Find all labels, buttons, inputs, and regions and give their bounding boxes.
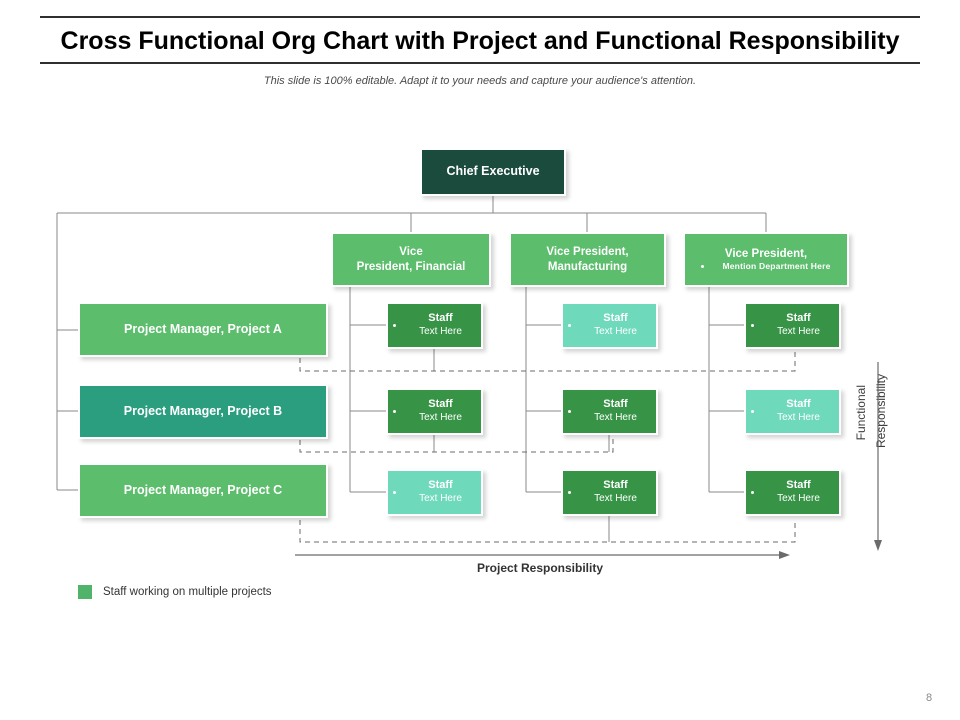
vp-department-line1: Vice President, xyxy=(724,248,808,260)
staff-title: Staff xyxy=(786,398,811,411)
staff-subtitle: Text Here xyxy=(777,326,820,338)
bullet-dot-icon xyxy=(701,265,705,269)
project-manager-c-label: Project Manager, Project C xyxy=(123,482,283,497)
bullet-dot-icon xyxy=(746,390,758,433)
staff-subtitle: Text Here xyxy=(419,412,462,424)
project-manager-a-label: Project Manager, Project A xyxy=(124,321,282,336)
staff-subtitle: Text Here xyxy=(777,412,820,424)
staff-title: Staff xyxy=(603,398,628,411)
vp-department-bullet-row: Mention Department Here xyxy=(685,261,847,272)
bullet-dot-icon xyxy=(563,390,575,433)
bullet-dot-glyph xyxy=(750,410,754,413)
slide-subtitle: This slide is 100% editable. Adapt it to… xyxy=(263,75,697,87)
bullet-dot-glyph xyxy=(750,491,754,494)
bullet-dot-glyph xyxy=(750,324,754,327)
vp-financial-line2: President, Financial xyxy=(356,260,466,273)
legend: Staff working on multiple projects xyxy=(78,585,272,599)
vp-financial-line1: Vice xyxy=(399,246,423,259)
bullet-dot-glyph xyxy=(567,410,571,413)
bullet-dot-glyph xyxy=(392,324,396,327)
bullet-dot-glyph xyxy=(567,491,571,494)
node-vp-manufacturing[interactable]: Vice President, Manufacturing xyxy=(509,232,666,287)
vp-manufacturing-line2: Manufacturing xyxy=(547,260,628,273)
node-project-manager-b[interactable]: Project Manager, Project B xyxy=(78,384,328,439)
project-manager-b-label: Project Manager, Project B xyxy=(123,403,283,418)
staff-subtitle: Text Here xyxy=(594,493,637,505)
bullet-dot-glyph xyxy=(567,324,571,327)
node-chief-executive[interactable]: Chief Executive xyxy=(420,148,566,196)
bullet-dot-icon xyxy=(746,304,758,347)
bullet-dot-icon xyxy=(563,304,575,347)
staff-title: Staff xyxy=(603,479,628,492)
node-project-manager-a[interactable]: Project Manager, Project A xyxy=(78,302,328,357)
node-vp-financial[interactable]: Vice President, Financial xyxy=(331,232,491,287)
bullet-dot-glyph xyxy=(392,491,396,494)
bullet-dot-icon xyxy=(388,471,400,514)
staff-subtitle: Text Here xyxy=(419,493,462,505)
node-project-manager-c[interactable]: Project Manager, Project C xyxy=(78,463,328,518)
bullet-dot-icon xyxy=(388,304,400,347)
bullet-dot-icon xyxy=(388,390,400,433)
staff-subtitle: Text Here xyxy=(594,412,637,424)
page-number: 8 xyxy=(926,692,933,704)
bullet-dot-icon xyxy=(746,471,758,514)
staff-subtitle: Text Here xyxy=(777,493,820,505)
axis-label-project-responsibility: Project Responsibility xyxy=(476,561,604,575)
vp-department-line2: Mention Department Here xyxy=(722,261,831,272)
page-title: Cross Functional Org Chart with Project … xyxy=(60,26,900,55)
bullet-dot-glyph xyxy=(392,410,396,413)
title-divider-bottom xyxy=(40,62,920,64)
node-vp-department[interactable]: Vice President, Mention Department Here xyxy=(683,232,849,287)
chief-executive-label: Chief Executive xyxy=(446,164,540,179)
legend-swatch-icon xyxy=(78,585,92,599)
staff-title: Staff xyxy=(786,312,811,325)
staff-title: Staff xyxy=(603,312,628,325)
vp-manufacturing-line1: Vice President, xyxy=(546,246,629,259)
staff-title: Staff xyxy=(428,479,453,492)
staff-title: Staff xyxy=(428,398,453,411)
staff-subtitle: Text Here xyxy=(594,326,637,338)
staff-subtitle: Text Here xyxy=(419,326,462,338)
staff-title: Staff xyxy=(428,312,453,325)
staff-title: Staff xyxy=(786,479,811,492)
bullet-dot-icon xyxy=(563,471,575,514)
title-divider-top xyxy=(40,16,920,18)
legend-label: Staff working on multiple projects xyxy=(103,586,272,598)
